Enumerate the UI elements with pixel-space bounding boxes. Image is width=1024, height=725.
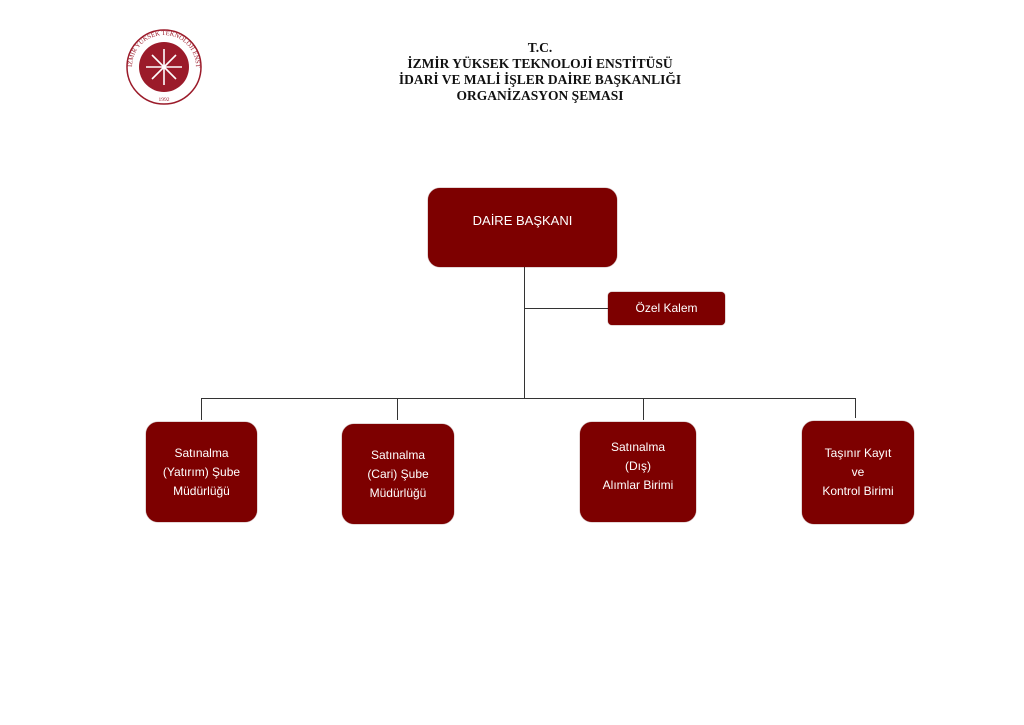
node-label-line: Satınalma xyxy=(174,445,229,460)
connector-horizontal xyxy=(201,398,856,399)
header-line-title: ORGANİZASYON ŞEMASI xyxy=(456,88,624,103)
node-label-line: (Cari) Şube xyxy=(367,466,429,481)
node-label: Özel Kalem xyxy=(635,301,698,315)
node-label-line: (Yatırım) Şube xyxy=(162,464,241,479)
connector-drop-1 xyxy=(201,398,202,420)
node-label-line: Müdürlüğü xyxy=(173,483,230,498)
node-label-line: Alımlar Birimi xyxy=(602,477,674,492)
institute-logo: İZMİR YÜKSEK TEKNOLOJİ ENSTİTÜSÜ 1992 xyxy=(120,23,206,106)
svg-text:1992: 1992 xyxy=(159,97,170,103)
node-label-line: Taşınır Kayıt xyxy=(824,446,892,460)
node-label-line: ve xyxy=(851,465,865,479)
document-header: T.C. İZMİR YÜKSEK TEKNOLOJİ ENSTİTÜSÜ İD… xyxy=(300,40,780,104)
connector-drop-2 xyxy=(397,398,398,420)
node-label-line: (Dış) xyxy=(624,458,651,473)
node-label: DAİRE BAŞKANI xyxy=(472,213,573,228)
node-ozel-kalem: Özel Kalem xyxy=(608,292,725,325)
node-label-line: Satınalma xyxy=(610,439,665,454)
connector-staff xyxy=(524,308,608,309)
header-line-institute: İZMİR YÜKSEK TEKNOLOJİ ENSTİTÜSÜ xyxy=(407,56,673,71)
node-daire-baskani: DAİRE BAŞKANI xyxy=(428,188,617,267)
header-line-department: İDARİ VE MALİ İŞLER DAİRE BAŞKANLIĞI xyxy=(398,72,682,87)
header-line-tc: T.C. xyxy=(527,40,553,55)
node-label-line: Kontrol Birimi xyxy=(822,484,894,498)
connector-drop-4 xyxy=(855,398,856,418)
connector-root-down xyxy=(524,267,525,398)
node-label-line: Müdürlüğü xyxy=(369,485,427,500)
connector-drop-3 xyxy=(643,398,644,420)
node-label-line: Satınalma xyxy=(370,447,425,462)
node-satinalma-dis: Satınalma (Dış) Alımlar Birimi xyxy=(580,422,696,522)
